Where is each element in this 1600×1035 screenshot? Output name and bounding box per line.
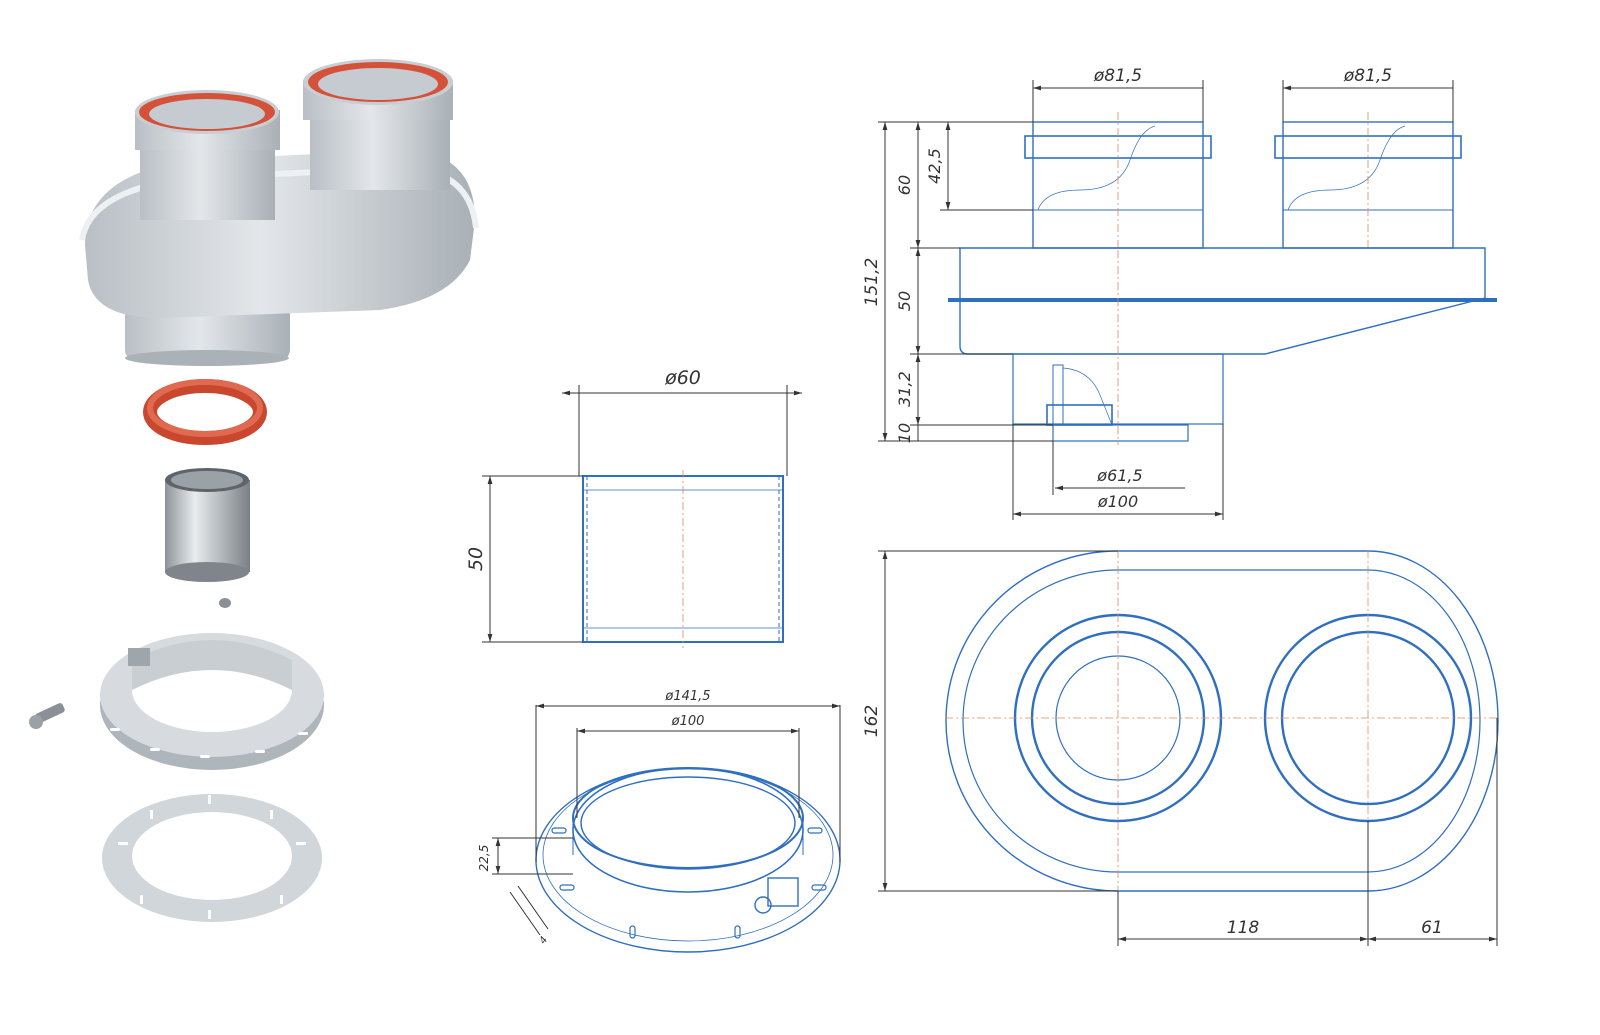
side-view-drawing: ø81,5 ø81,5 151,2 60 42,5 50 31,2 10 ø61… xyxy=(862,66,1497,520)
metal-sleeve-illustration xyxy=(165,468,250,582)
flange-height-label: 22,5 xyxy=(477,845,491,872)
red-seal-ring-illustration xyxy=(143,379,267,445)
center-distance-label: 118 xyxy=(1227,918,1260,938)
flange-thickness-label: 4 xyxy=(538,935,551,947)
spigot-diameter-label: ø100 xyxy=(1097,492,1138,511)
top-view-width-label: 162 xyxy=(862,705,882,737)
small-screw-illustration xyxy=(219,598,231,608)
inner-diameter-label: ø61,5 xyxy=(1096,466,1142,485)
socket-depth-label: 42,5 xyxy=(925,148,944,184)
sleeve-drawing: ø60 50 xyxy=(465,367,802,648)
top-view-drawing: 162 118 61 xyxy=(862,550,1500,946)
flange-inner-diameter-label: ø100 xyxy=(671,714,705,729)
sleeve-diameter-label: ø60 xyxy=(664,367,701,389)
body-height-label: 50 xyxy=(895,291,914,311)
flat-gasket-illustration xyxy=(102,794,322,922)
adapter-body-illustration xyxy=(79,59,479,366)
total-height-label: 151,2 xyxy=(862,258,882,307)
bottom-ring-label: 10 xyxy=(895,423,914,443)
clamp-flange-illustration xyxy=(100,633,324,770)
spigot-height-label: 31,2 xyxy=(895,371,914,407)
left-pipe-diameter-label: ø81,5 xyxy=(1093,66,1142,86)
sleeve-height-label: 50 xyxy=(465,547,487,571)
edge-distance-label: 61 xyxy=(1421,918,1443,938)
flange-outer-diameter-label: ø141,5 xyxy=(664,689,710,704)
pipe-height-label: 60 xyxy=(895,175,914,195)
screw-illustration xyxy=(29,703,65,729)
right-pipe-diameter-label: ø81,5 xyxy=(1343,66,1392,86)
flange-drawing: ø141,5 ø100 22,5 4 xyxy=(477,689,841,953)
